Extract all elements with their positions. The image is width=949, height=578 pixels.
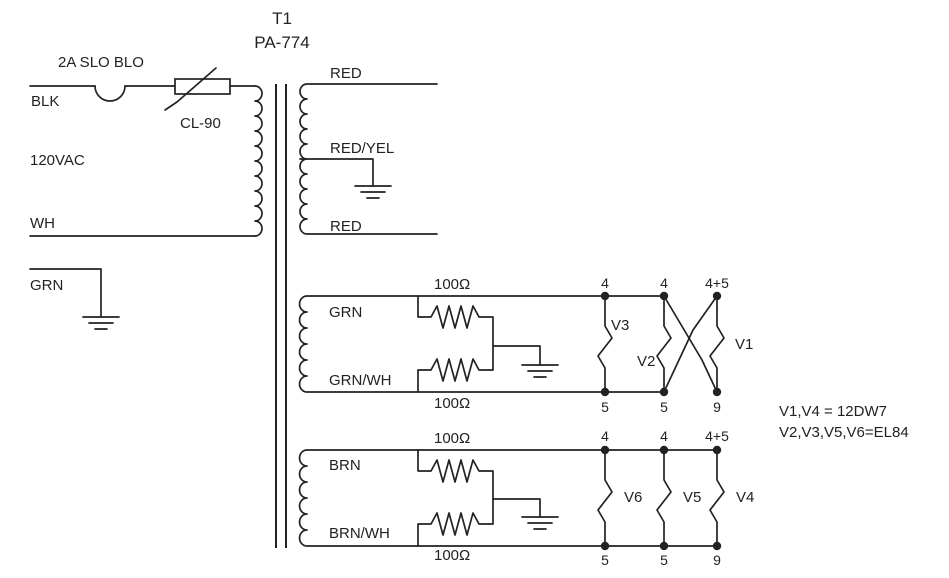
tube-v1-heater <box>709 295 725 393</box>
heater-b-bottom-label: BRN/WH <box>329 525 390 542</box>
primary-voltage-label: 120VAC <box>30 152 85 169</box>
hv-top-label: RED <box>330 65 362 82</box>
node <box>712 387 722 397</box>
heater-circuit-b: BRN BRN/WH 100Ω 100Ω 4 4 4+5 5 5 9 V6 V5… <box>298 428 754 568</box>
tube-v2-heater <box>656 295 672 393</box>
thermistor-symbol <box>164 67 231 111</box>
pin-label: 4+5 <box>705 275 729 291</box>
primary-circuit: BLK 120VAC WH 2A SLO BLO CL-90 GRN <box>29 54 263 330</box>
note-line-2: V2,V3,V5,V6=EL84 <box>779 424 909 441</box>
primary-hot-label: BLK <box>31 93 59 110</box>
tube-label-v2: V2 <box>637 353 655 370</box>
node <box>712 291 722 301</box>
heater-b-winding <box>298 449 606 547</box>
pin-label: 4 <box>660 275 668 291</box>
transformer-ref: T1 <box>272 9 292 28</box>
node <box>659 291 669 301</box>
tube-label-v1: V1 <box>735 336 753 353</box>
pin-label: 4 <box>601 428 609 444</box>
pin-label: 4 <box>660 428 668 444</box>
node <box>659 445 669 455</box>
heater-a-top-label: GRN <box>329 304 362 321</box>
pin-label: 5 <box>660 552 668 568</box>
pin-label: 5 <box>601 399 609 415</box>
tube-v3-heater <box>597 295 613 393</box>
tube-v5-heater <box>656 449 672 547</box>
fuse-symbol <box>94 85 126 102</box>
tube-label-v3: V3 <box>611 317 629 334</box>
note-line-1: V1,V4 = 12DW7 <box>779 403 887 420</box>
heater-a-resistors <box>417 295 494 393</box>
heater-a-winding <box>298 295 606 393</box>
node <box>600 387 610 397</box>
heater-b-resistors <box>417 449 494 547</box>
center-tap-ground-symbol <box>354 185 392 199</box>
pin-label: 4+5 <box>705 428 729 444</box>
cross-wire-2 <box>663 295 718 393</box>
tube-v6-heater <box>597 449 613 547</box>
tube-v4-heater <box>709 449 725 547</box>
tube-label-v4: V4 <box>736 489 754 506</box>
tube-label-v5: V5 <box>683 489 701 506</box>
hv-center-label: RED/YEL <box>330 140 394 157</box>
node <box>600 291 610 301</box>
cross-wire-1 <box>663 295 718 393</box>
thermistor-label: CL-90 <box>180 115 221 132</box>
node <box>659 387 669 397</box>
heater-b-r-top: 100Ω <box>434 430 470 447</box>
primary-neutral-label: WH <box>30 215 55 232</box>
heater-b-ground-wire <box>492 498 541 518</box>
heater-b-ground-symbol <box>521 516 559 530</box>
chassis-ground-symbol <box>29 268 120 330</box>
pin-label: 9 <box>713 552 721 568</box>
heater-circuit-a: GRN GRN/WH 100Ω 100Ω 4 4 4+5 5 5 <box>298 275 753 415</box>
hv-secondary: RED RED/YEL RED <box>299 65 438 235</box>
node <box>659 541 669 551</box>
pin-label: 4 <box>601 275 609 291</box>
node <box>712 445 722 455</box>
node <box>712 541 722 551</box>
heater-a-r-top: 100Ω <box>434 276 470 293</box>
transformer-part: PA-774 <box>254 33 309 52</box>
heater-b-top-label: BRN <box>329 457 361 474</box>
center-tap-wire <box>299 158 374 187</box>
hv-bottom-label: RED <box>330 218 362 235</box>
heater-a-r-bottom: 100Ω <box>434 395 470 412</box>
primary-ground-label: GRN <box>30 277 63 294</box>
heater-b-r-bottom: 100Ω <box>434 547 470 564</box>
tube-label-v6: V6 <box>624 489 642 506</box>
pin-label: 5 <box>601 552 609 568</box>
heater-a-ground-symbol <box>521 364 559 378</box>
node <box>600 541 610 551</box>
primary-winding <box>254 85 263 237</box>
pin-label: 5 <box>660 399 668 415</box>
node <box>600 445 610 455</box>
pin-label: 9 <box>713 399 721 415</box>
heater-a-ground-wire <box>492 345 541 366</box>
heater-a-bottom-label: GRN/WH <box>329 372 392 389</box>
fuse-label: 2A SLO BLO <box>58 54 144 71</box>
transformer-core <box>275 84 287 548</box>
